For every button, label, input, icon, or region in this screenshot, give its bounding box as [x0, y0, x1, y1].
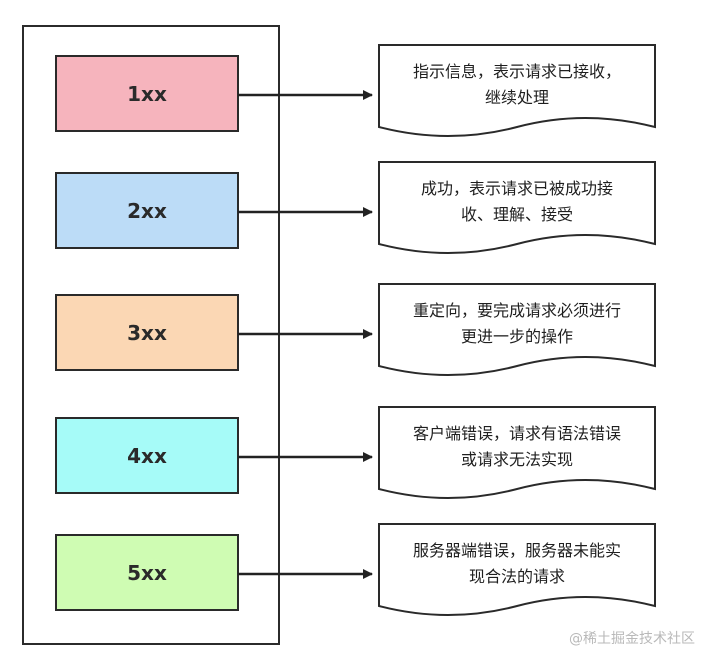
status-code-label: 3xx — [127, 321, 167, 345]
description-line: 服务器端错误，服务器未能实 — [413, 541, 621, 560]
description-doc-3xx — [378, 283, 656, 376]
status-box-4xx — [55, 417, 239, 494]
status-rows: 1xx 指示信息，表示请求已接收， 继续处理 2xx 成功，表示请求已被成功接收、理解、… — [55, 44, 656, 616]
description-doc-1xx — [378, 44, 656, 137]
description-line: 更进一步的操作 — [461, 327, 573, 346]
status-box-3xx — [55, 294, 239, 371]
description-line: 现合法的请求 — [469, 567, 565, 586]
status-code-label: 5xx — [127, 561, 167, 585]
description-line: 或请求无法实现 — [461, 450, 573, 469]
status-box-2xx — [55, 172, 239, 249]
description-doc-4xx — [378, 406, 656, 499]
status-box-1xx — [55, 55, 239, 132]
description-line: 继续处理 — [485, 88, 549, 107]
description-doc-2xx — [378, 161, 656, 254]
watermark: @稀土掘金技术社区 — [569, 631, 695, 647]
description-line: 客户端错误，请求有语法错误 — [413, 424, 621, 443]
status-code-label: 2xx — [127, 199, 167, 223]
description-line: 收、理解、接受 — [461, 205, 573, 224]
status-box-5xx — [55, 534, 239, 611]
description-line: 重定向，要完成请求必须进行 — [413, 301, 621, 320]
status-code-label: 1xx — [127, 82, 167, 106]
status-code-label: 4xx — [127, 444, 167, 468]
description-doc-5xx — [378, 523, 656, 616]
status-row-1xx: 1xx 指示信息，表示请求已接收， 继续处理 — [55, 44, 656, 137]
description-line: 成功，表示请求已被成功接 — [421, 179, 613, 198]
description-line: 指示信息，表示请求已接收， — [413, 62, 621, 81]
